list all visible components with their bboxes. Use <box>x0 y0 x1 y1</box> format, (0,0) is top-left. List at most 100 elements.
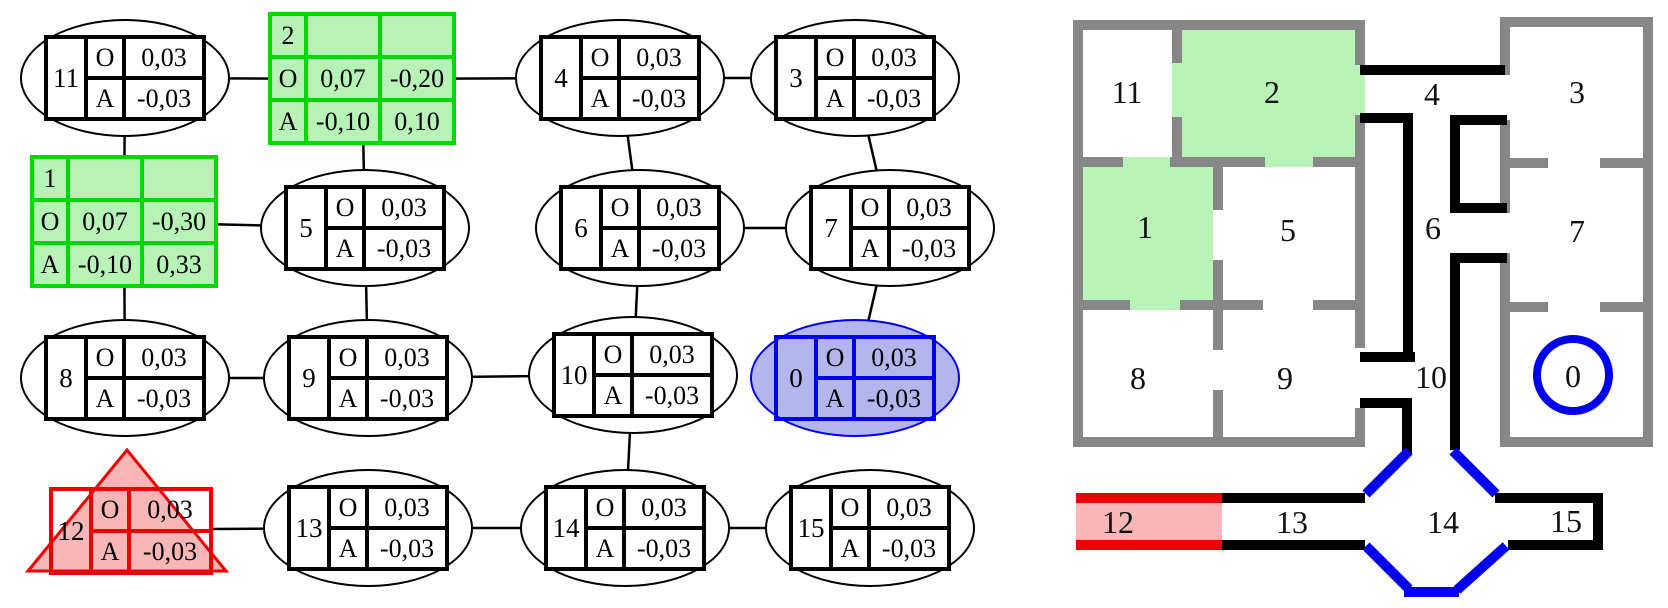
obs-value: 0,03 <box>632 334 712 375</box>
act-value: -0,03 <box>129 531 211 573</box>
graph-node-5: 5 O 0,03 A -0,03 <box>260 169 470 287</box>
wall <box>1500 17 1510 75</box>
wall <box>1360 352 1415 362</box>
wall <box>1458 115 1507 125</box>
obs-row-label: O <box>816 337 854 378</box>
octagon-wall <box>1449 447 1500 498</box>
wall <box>1593 493 1603 550</box>
wall <box>1600 158 1643 168</box>
graph-node-2: 2 O 0,07 -0,20 A -0,10 0,10 <box>268 12 456 145</box>
act-value: -0,03 <box>619 78 699 119</box>
wall <box>1500 120 1510 213</box>
obs-value: 0,03 <box>367 337 447 378</box>
map-room-label-9: 9 <box>1277 360 1293 396</box>
node-id: 4 <box>541 37 581 119</box>
wall <box>1458 203 1507 213</box>
graph-node-12-goal: 12 O 0,03 A -0,03 <box>25 447 230 575</box>
wall <box>1450 263 1460 450</box>
wall <box>1360 398 1412 408</box>
act-row-label: A <box>86 378 124 419</box>
obs-row-label: O <box>816 37 854 78</box>
wall <box>1313 157 1355 167</box>
act-value: -0,03 <box>639 228 719 269</box>
obs-row-label: O <box>329 337 367 378</box>
wall <box>1500 17 1653 27</box>
black-walls <box>1222 65 1603 550</box>
wall <box>1403 113 1413 352</box>
obs-value: 0,03 <box>869 487 949 528</box>
maze-map-panel: 11 2 4 3 1 5 6 7 8 9 10 0 12 13 14 15 <box>1000 0 1668 608</box>
act-value-2: 0,10 <box>380 100 454 143</box>
wall <box>1180 300 1263 310</box>
wall <box>1360 65 1505 75</box>
node-value-table: 8 O 0,03 A -0,03 <box>44 335 206 421</box>
map-room-label-12: 12 <box>1102 504 1134 540</box>
obs-row-label: O <box>326 187 364 228</box>
graph-node-3: 3 O 0,03 A -0,03 <box>750 19 960 137</box>
obs-row-label: O <box>270 57 306 100</box>
node-id: 12 <box>51 489 91 573</box>
wall <box>1170 157 1265 167</box>
act-value: -0,03 <box>624 528 704 569</box>
wall <box>1600 302 1643 312</box>
obs-row-label: O <box>86 337 124 378</box>
wall <box>1402 408 1412 454</box>
wall <box>1313 300 1355 310</box>
act-row-label: A <box>270 100 306 143</box>
obs-value: 0,03 <box>367 487 447 528</box>
obs-row-label: O <box>586 487 624 528</box>
wall <box>1450 115 1460 213</box>
maze-map: 11 2 4 3 1 5 6 7 8 9 10 0 12 13 14 15 <box>1073 17 1653 597</box>
room-1-highlight <box>1083 157 1213 310</box>
wall <box>1355 115 1365 348</box>
node-id: 6 <box>561 187 601 269</box>
act-row-label: A <box>816 378 854 419</box>
node-value-table: 11 O 0,03 A -0,03 <box>44 35 206 121</box>
obs-row-label: O <box>329 487 367 528</box>
act-value: -0,03 <box>632 375 712 416</box>
map-room-label-1: 1 <box>1137 209 1153 245</box>
wall <box>1213 390 1223 437</box>
act-value-1: -0,10 <box>68 243 142 286</box>
node-id: 2 <box>270 14 306 57</box>
wall <box>1360 113 1413 123</box>
blue-walls <box>1362 447 1510 597</box>
act-row-label: A <box>91 531 129 573</box>
wall <box>1355 30 1365 65</box>
node-id: 3 <box>776 37 816 119</box>
act-value: -0,03 <box>364 228 444 269</box>
act-row-label: A <box>831 528 869 569</box>
node-id: 15 <box>791 487 831 569</box>
act-value: -0,03 <box>124 378 204 419</box>
octagon-wall <box>1453 542 1510 594</box>
act-row-label: A <box>326 228 364 269</box>
obs-row-label: O <box>594 334 632 375</box>
gray-walls <box>1073 17 1653 447</box>
node-id: 0 <box>776 337 816 419</box>
node-value-table: 5 O 0,03 A -0,03 <box>284 185 446 271</box>
act-row-label: A <box>32 243 68 286</box>
node-value-table: 15 O 0,03 A -0,03 <box>789 485 951 571</box>
wall <box>1073 437 1365 447</box>
node-value-table: 9 O 0,03 A -0,03 <box>287 335 449 421</box>
graph-node-4: 4 O 0,03 A -0,03 <box>515 19 725 137</box>
obs-value-1: 0,07 <box>306 57 380 100</box>
wall <box>1508 540 1603 550</box>
obs-value: 0,03 <box>854 337 934 378</box>
graph-node-0-current-belief: 0 O 0,03 A -0,03 <box>750 319 960 437</box>
wall <box>1172 30 1182 63</box>
node-value-table: 13 O 0,03 A -0,03 <box>287 485 449 571</box>
obs-value: 0,03 <box>364 187 444 228</box>
graph-node-14: 14 O 0,03 A -0,03 <box>520 469 730 587</box>
obs-value: 0,03 <box>889 187 969 228</box>
obs-value: 0,03 <box>124 337 204 378</box>
act-value: -0,03 <box>869 528 949 569</box>
room-2-highlight <box>1172 20 1365 167</box>
act-value: -0,03 <box>854 78 934 119</box>
graph-node-9: 9 O 0,03 A -0,03 <box>263 319 473 437</box>
wall <box>1083 300 1130 310</box>
map-room-label-0: 0 <box>1565 358 1581 394</box>
act-row-label: A <box>594 375 632 416</box>
act-value-2: 0,33 <box>142 243 216 286</box>
